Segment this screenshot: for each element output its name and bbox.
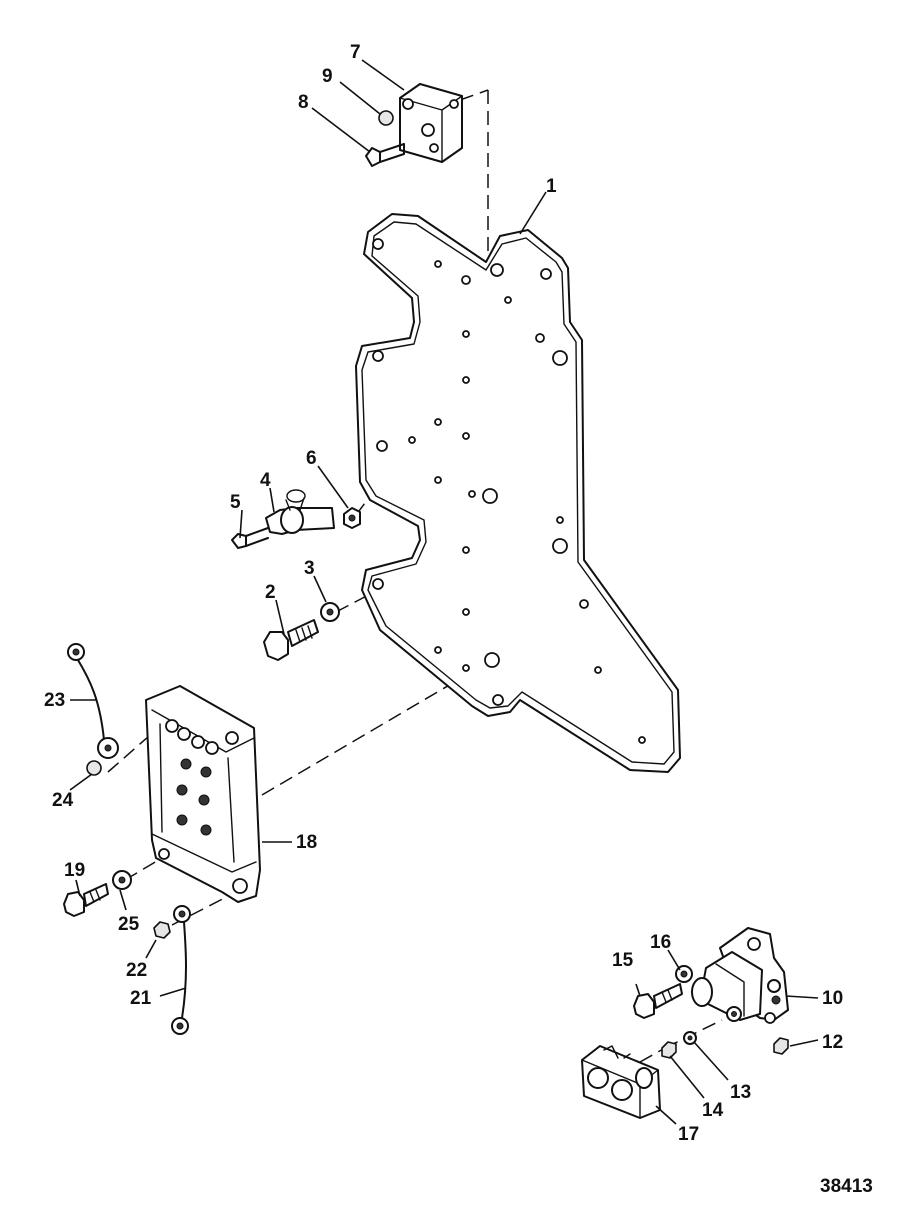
callout-13: 13 [730,1082,751,1103]
ground-clip [265,489,335,535]
callout-labels: 1 2 3 4 5 6 7 8 9 10 12 13 14 15 16 17 1… [44,42,843,1145]
callout-8: 8 [298,92,309,113]
clip-screw [231,527,269,549]
callout-6: 6 [306,448,317,469]
bolt-washer [320,602,340,622]
callout-14: 14 [702,1100,724,1121]
callout-24: 24 [52,790,74,811]
bolt-spacer [112,870,132,890]
callout-19: 19 [64,860,85,881]
terminal-washer [683,1031,697,1045]
callout-10: 10 [822,988,843,1009]
ground-lead-lower [171,905,191,1035]
lead-nut-lower [153,921,171,939]
callout-21: 21 [130,988,152,1009]
callout-4: 4 [260,470,271,491]
callout-5: 5 [230,492,241,513]
terminal-nut-small [661,1041,677,1059]
callout-1: 1 [546,176,557,197]
switch-box [145,685,261,903]
clip-nut [343,507,361,529]
terminal-screw [365,143,405,167]
plate-holes [372,238,646,744]
callout-2: 2 [265,582,276,603]
callout-17: 17 [678,1124,699,1145]
callout-18: 18 [296,832,317,853]
callout-9: 9 [322,66,333,87]
terminal-block [399,83,463,163]
lead-nut-upper [86,760,102,776]
callout-7: 7 [350,42,361,63]
callout-23: 23 [44,690,65,711]
ground-lead-upper [67,643,119,759]
figure-number: 38413 [820,1176,873,1197]
mounting-plate [355,213,681,773]
solenoid-nut [773,1037,789,1055]
callout-12: 12 [822,1032,843,1053]
solenoid-bolt [633,983,683,1019]
callout-15: 15 [612,950,634,971]
callout-leaders [69,59,819,1125]
callout-22: 22 [126,960,147,981]
callout-3: 3 [304,558,315,579]
callout-25: 25 [118,914,140,935]
starter-solenoid [691,927,789,1024]
callout-16: 16 [650,932,671,953]
switch-box-bolt [63,883,109,917]
terminal-nut [378,110,394,126]
mounting-bolt [263,619,319,661]
